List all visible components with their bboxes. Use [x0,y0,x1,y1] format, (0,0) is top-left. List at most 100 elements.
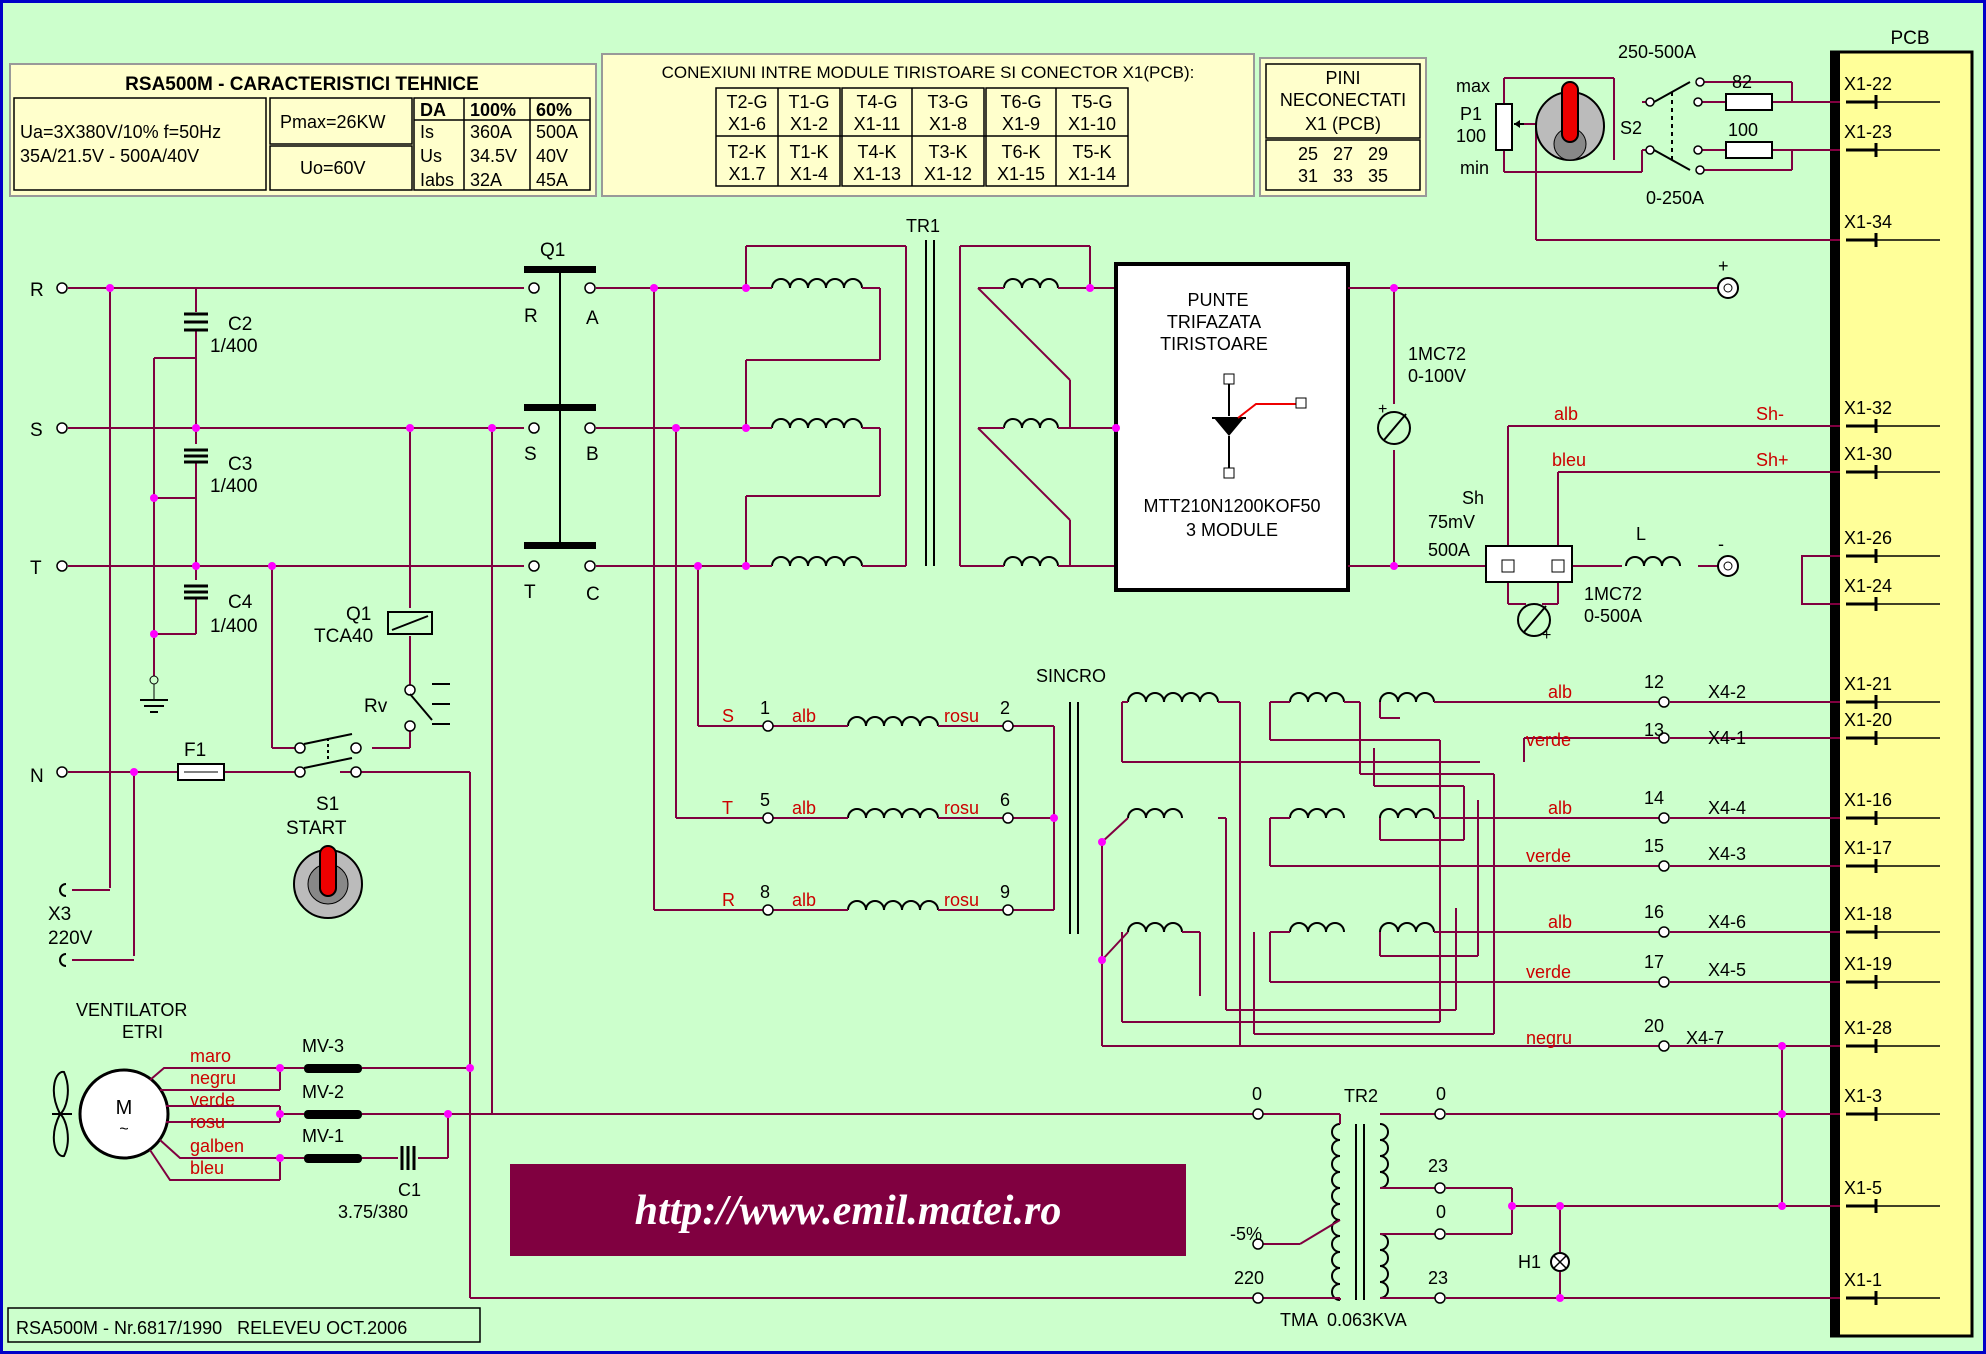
s2-range-knob[interactable] [1535,81,1605,161]
range-wiring [1503,77,1840,241]
ammeter-plus: + [1542,627,1551,644]
spec-cell: 45A [536,170,568,190]
bridge-count: 3 MODULE [1186,520,1278,540]
p1-potentiometer [1495,103,1524,151]
pcb-pin: X1-23 [1832,122,1940,158]
pini-title: PINI [1325,68,1360,88]
pcb-pin: X1-26 [1832,528,1940,564]
c1-value: 3.75/380 [338,1202,408,1222]
range-high-label: 250-500A [1618,42,1696,62]
footer-text: RSA500M - Nr.6817/1990 RELEVEU OCT.2006 [16,1318,407,1338]
website-url[interactable]: http://www.emil.matei.ro [635,1188,1062,1234]
motor-symbol: M [116,1097,133,1119]
spec-uo: Uo=60V [300,158,366,178]
bridge-title: PUNTE [1187,290,1248,310]
x4-pin-number: 12 [1644,672,1664,692]
conn-cell: T1-K [789,142,828,162]
pcb-pin: X1-3 [1832,1086,1940,1122]
inductor-label: L [1636,524,1646,544]
spec-cell: 60% [536,100,572,120]
connections-panel: CONEXIUNI INTRE MODULE TIRISTOARE SI CON… [601,53,1255,197]
sincro-terminal: 8 [760,882,770,902]
wire-color-bleu: bleu [190,1158,224,1178]
q1-coil-label: Q1 [346,604,371,625]
capacitors-mains [184,312,208,600]
conn-cell: X1-10 [1068,114,1116,134]
wire-color-rosu: rosu [190,1112,225,1132]
spec-cell: 500A [536,122,578,142]
x4-pin-label: X4-2 [1708,682,1746,702]
pcb-pin-label: X1-28 [1844,1018,1892,1038]
sincro-secondary [1127,692,1435,933]
c2-value: 1/400 [210,336,258,357]
resistor-100-label: 100 [1728,120,1758,140]
pini-title: X1 (PCB) [1305,114,1381,134]
spec-cell: Iabs [420,170,454,190]
output-plus: + [1718,256,1729,276]
inductor-l: L [1625,524,1681,567]
pini-row: 25 27 29 [1298,144,1388,164]
conn-cell: X1-15 [997,164,1045,184]
tr2-tap: -5% [1230,1224,1262,1244]
phase-t-label: T [30,558,42,579]
x3-voltage: 220V [48,928,93,949]
x4-pin-number: 16 [1644,902,1664,922]
q1-coil [387,611,433,635]
tr2-tap: 23 [1428,1156,1448,1176]
wire-color-rosu: rosu [944,890,979,910]
terminals-mains [56,282,596,778]
spec-panel: RSA500M - CARACTERISTICI TEHNICE Ua=3X38… [9,63,597,197]
sincro-phase-t: T [722,798,733,818]
spec-title: RSA500M - CARACTERISTICI TEHNICE [125,74,479,95]
voltmeter-range: 0-100V [1408,366,1466,386]
connections-title: CONEXIUNI INTRE MODULE TIRISTOARE SI CON… [662,63,1195,82]
x4-pin-number: 17 [1644,952,1664,972]
pcb-pin-label: X1-17 [1844,838,1892,858]
unconnected-pins-panel: PINI NECONECTATI X1 (PCB) 25 27 29 31 33… [1259,57,1427,197]
p1-label: P1 [1460,104,1482,124]
p1-min-label: min [1460,158,1489,178]
mv1-label: MV-1 [302,1126,344,1146]
conn-cell: X1-13 [853,164,901,184]
mains-wiring [68,287,1254,1299]
conn-cell: X1-6 [728,114,766,134]
ammeter-model: 1MC72 [1584,584,1642,604]
sincro-primary [847,716,939,911]
pcb-pin-label: X1-20 [1844,710,1892,730]
spec-cell: Is [420,122,434,142]
p1-value: 100 [1456,126,1486,146]
wire-color-negru: negru [190,1068,236,1088]
x4-pin-number: 14 [1644,788,1664,808]
website-banner[interactable]: http://www.emil.matei.ro [510,1164,1186,1256]
conn-cell: X1-9 [1002,114,1040,134]
wire-color-verde: verde [1526,730,1571,750]
ground [140,675,168,713]
ventilator-brand: ETRI [122,1022,163,1042]
tr2-tap: 0 [1436,1084,1446,1104]
tr2-rating: TMA 0.063KVA [1280,1310,1407,1330]
sincro-label: SINCRO [1036,666,1106,686]
phase-r-label: R [30,280,44,301]
pcb-pin: X1-32 [1832,398,1940,434]
s1-start-knob[interactable] [293,845,363,919]
junction-nodes [106,284,1786,1302]
pcb-pin-label: X1-1 [1844,1270,1882,1290]
tr1-windings [771,278,1059,567]
pini-row: 31 33 35 [1298,166,1388,186]
s2-contacts [1653,81,1691,171]
sincro-phase-r: R [722,890,735,910]
conn-cell: X1-2 [790,114,828,134]
ventilator-label: VENTILATOR [76,1000,187,1020]
x3-label: X3 [48,904,71,925]
conn-cell: X1-11 [854,114,901,134]
q1-coil-type: TCA40 [314,626,373,647]
c3-value: 1/400 [210,476,258,497]
x4-pin-label: X4-5 [1708,960,1746,980]
q1-term-s: S [524,444,537,465]
c4-label: C4 [228,592,253,613]
pin-bridge-wire [1801,555,1840,605]
resistor-100 [1725,141,1773,159]
spec-supply-line1: Ua=3X380V/10% f=50Hz [20,122,221,142]
wire-color-verde: verde [1526,962,1571,982]
